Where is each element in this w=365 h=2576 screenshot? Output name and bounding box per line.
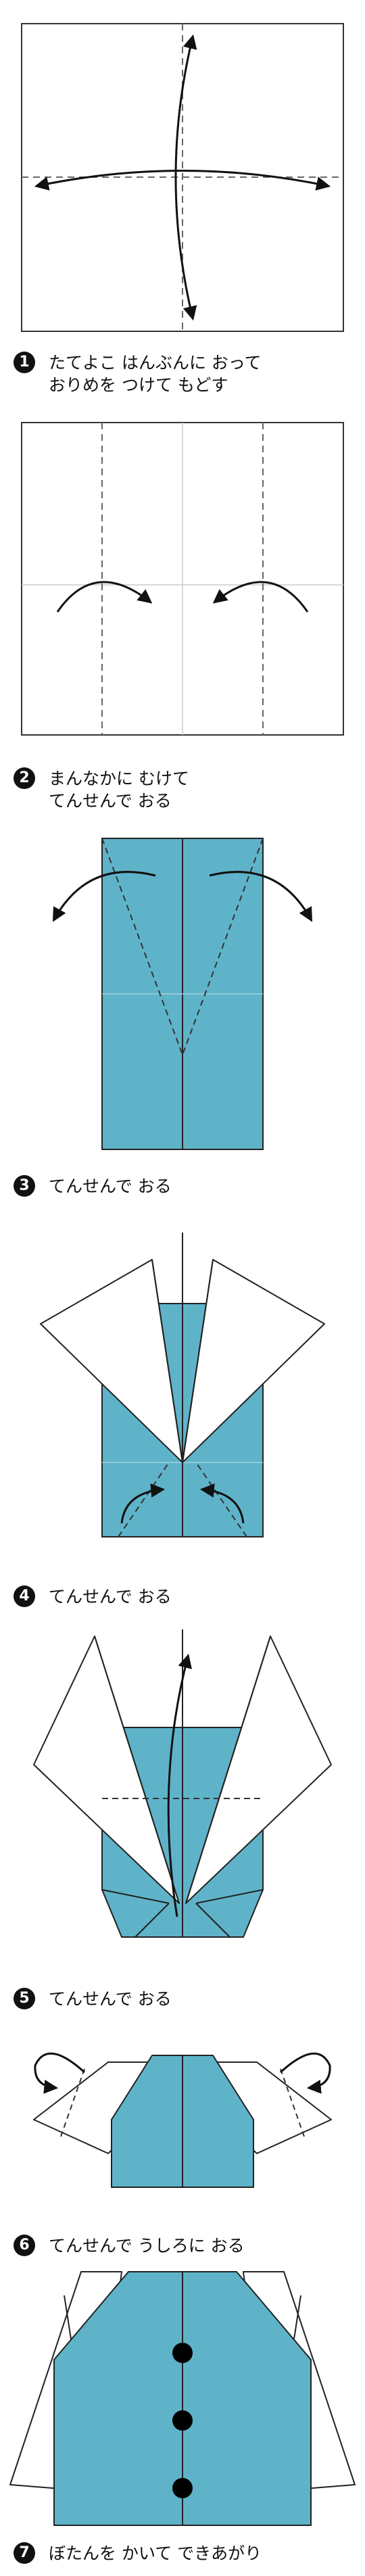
instruction-line: たてよこ はんぶんに おって xyxy=(49,353,262,373)
step-7-caption: 7 ぼたんを かいて できあがり xyxy=(14,2542,262,2565)
button-dot xyxy=(172,2343,193,2363)
step-5-caption: 5 てんせんで おる xyxy=(14,1988,172,2010)
instruction-line: てんせんで おる xyxy=(49,1587,172,1606)
step-number-badge: 3 xyxy=(14,1175,35,1197)
step-4-diagram xyxy=(40,1233,325,1537)
step-2-diagram xyxy=(21,422,344,736)
step-4-caption: 4 てんせんで おる xyxy=(14,1585,172,1608)
step-number-badge: 5 xyxy=(14,1988,35,2009)
button-dot xyxy=(172,2478,193,2498)
instruction-line: てんせんで おる xyxy=(49,791,172,811)
step-instruction: てんせんで おる xyxy=(49,1585,172,1608)
step-7-diagram xyxy=(9,2271,356,2526)
step-1-caption: 1 たてよこ はんぶんに おって おりめを つけて もどす xyxy=(14,352,262,396)
step-instruction: まんなかに むけて てんせんで おる xyxy=(49,767,189,812)
instruction-line: ぼたんを かいて できあがり xyxy=(49,2544,262,2563)
instruction-line: おりめを つけて もどす xyxy=(49,375,228,395)
step-6-caption: 6 てんせんで うしろに おる xyxy=(14,2235,245,2257)
step-number-badge: 6 xyxy=(14,2235,35,2256)
step-instruction: ぼたんを かいて できあがり xyxy=(49,2542,262,2565)
step-6-diagram xyxy=(33,2052,332,2188)
step-3-diagram xyxy=(52,838,313,1150)
step-number-badge: 1 xyxy=(14,352,35,373)
instruction-line: まんなかに むけて xyxy=(49,769,189,788)
step-instruction: てんせんで おる xyxy=(49,1175,172,1197)
step-3-caption: 3 てんせんで おる xyxy=(14,1175,172,1197)
step-number-badge: 4 xyxy=(14,1585,35,1607)
step-number-badge: 2 xyxy=(14,767,35,789)
step-5-diagram xyxy=(33,1629,332,1938)
step-instruction: てんせんで うしろに おる xyxy=(49,2235,245,2257)
instruction-line: てんせんで うしろに おる xyxy=(49,2236,245,2256)
step-2-caption: 2 まんなかに むけて てんせんで おる xyxy=(14,767,189,812)
instruction-line: てんせんで おる xyxy=(49,1989,172,2009)
step-1-diagram xyxy=(21,23,344,332)
button-dot xyxy=(172,2410,193,2431)
step-instruction: てんせんで おる xyxy=(49,1988,172,2010)
instruction-line: てんせんで おる xyxy=(49,1176,172,1196)
step-number-badge: 7 xyxy=(14,2542,35,2564)
step-instruction: たてよこ はんぶんに おって おりめを つけて もどす xyxy=(49,352,262,396)
